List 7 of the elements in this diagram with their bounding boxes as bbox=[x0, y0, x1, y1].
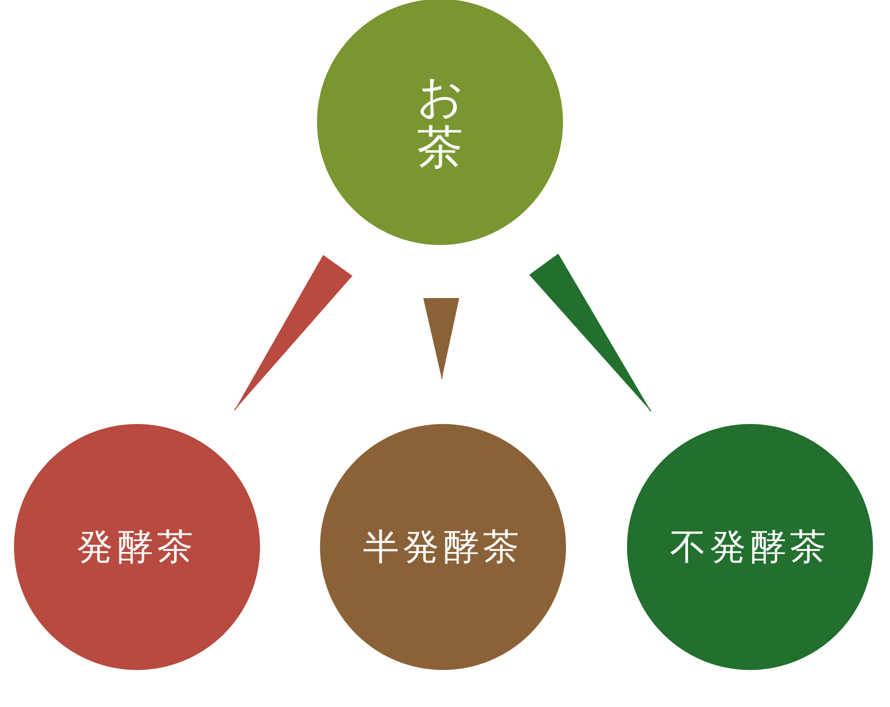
wedge-arrow bbox=[423, 298, 460, 380]
node-label: 不発酵茶 bbox=[670, 526, 830, 570]
wedge-arrow bbox=[529, 254, 652, 412]
node-label: 発酵茶 bbox=[77, 526, 197, 570]
wedge-arrow bbox=[234, 254, 352, 411]
node-label: お茶 bbox=[417, 71, 463, 173]
node-label: 半発酵茶 bbox=[363, 526, 523, 570]
